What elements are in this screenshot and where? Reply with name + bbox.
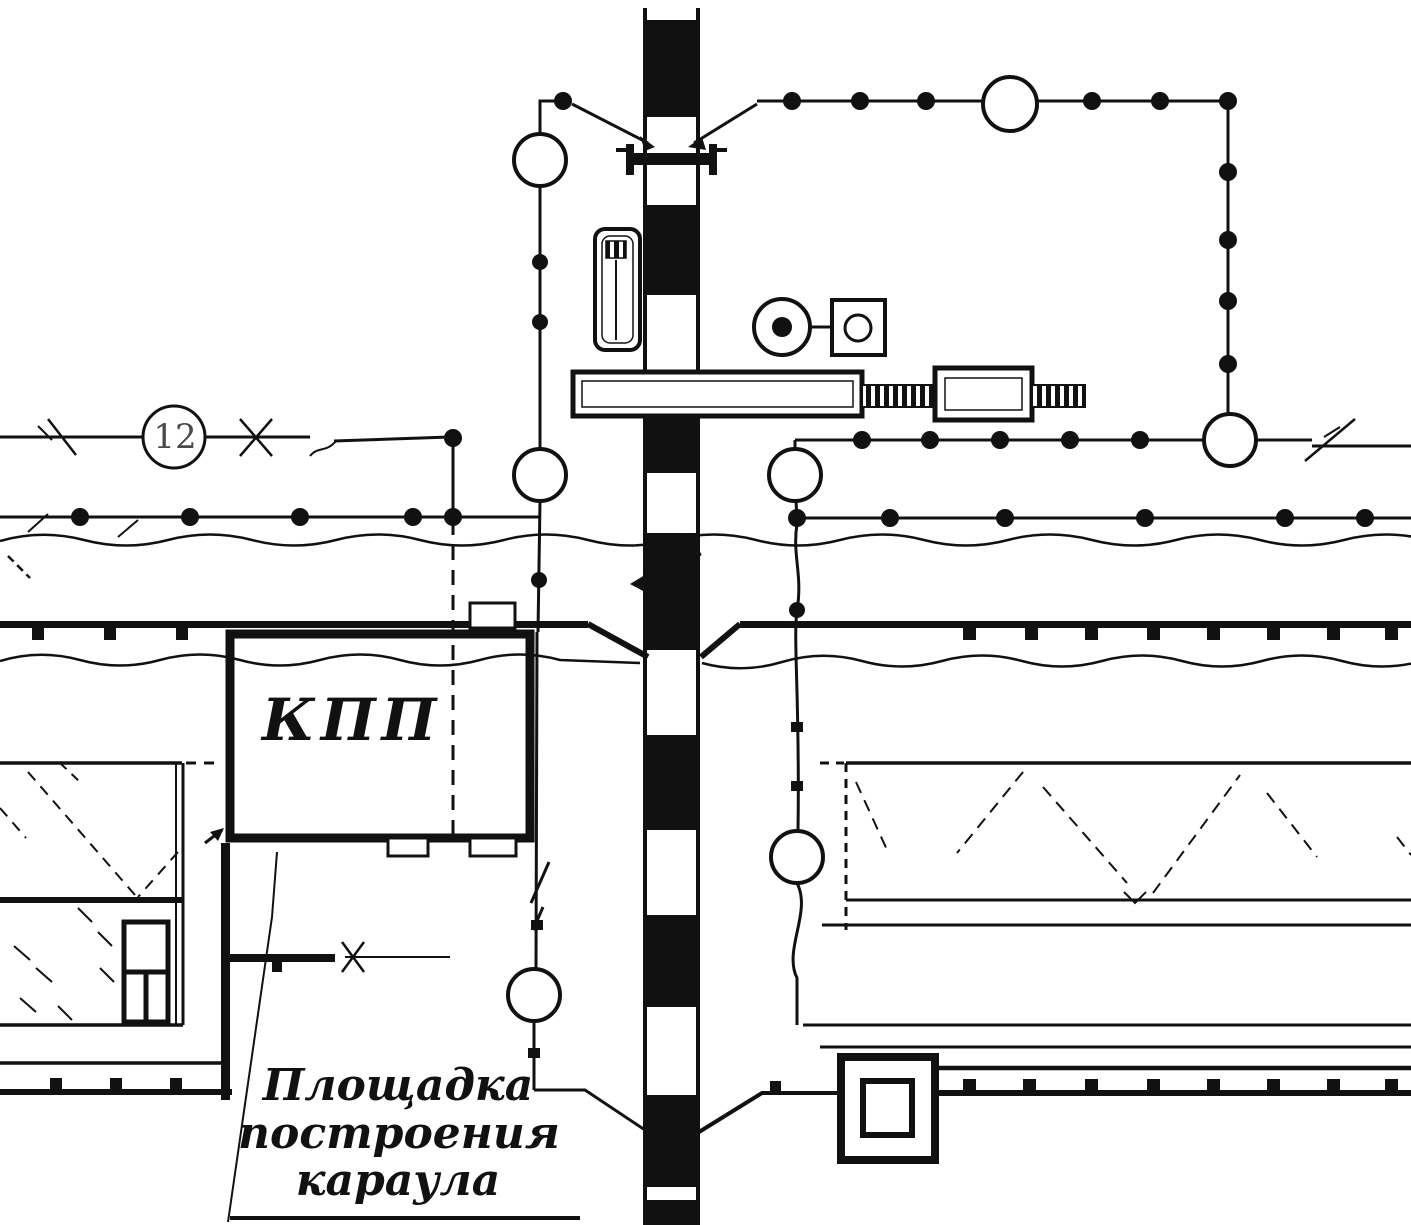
lamp-line-road-east [767,440,1411,1025]
checkpoint-label: КПП [262,686,443,754]
inspection-platform [570,365,1086,423]
assembly-area-label: Площадка построения караула [238,1060,560,1207]
central-road [643,8,700,1225]
stand-icon [593,227,642,352]
assembly-area-line3: караула [295,1155,501,1207]
road-barrier-icon [616,144,727,175]
checkpoint-building [225,520,535,858]
floodlight-icon [1202,412,1258,468]
node-number-label: 12 [153,417,197,457]
perimeter-line-west [0,404,540,538]
perimeter-line-north-east [688,75,1411,468]
gate-leaf-icon [630,544,702,599]
signal-box-icon [830,298,887,357]
assembly-area-line1: Площадка [262,1060,534,1111]
fence-wavy-lines [0,533,1411,670]
label-leader-line [227,851,580,1223]
floodlight-icon [506,967,562,1023]
floodlight-icon [767,447,823,503]
assembly-area-line2: построения [238,1107,560,1159]
floodlight-icon [981,75,1039,133]
left-building [0,761,232,1095]
floodlight-icon [769,829,825,885]
searchlight-icon [752,297,832,357]
observation-tower-icon [837,1053,939,1164]
boundary-wall-with-posts [0,601,1411,660]
road-funnel-south-east [697,1081,848,1134]
node-12-circle [141,404,207,470]
lamp-line-road-west [506,92,655,1134]
right-building [803,761,1411,1096]
floodlight-icon [512,132,568,188]
floodlight-icon [512,447,568,503]
yard-wall [204,828,450,1100]
